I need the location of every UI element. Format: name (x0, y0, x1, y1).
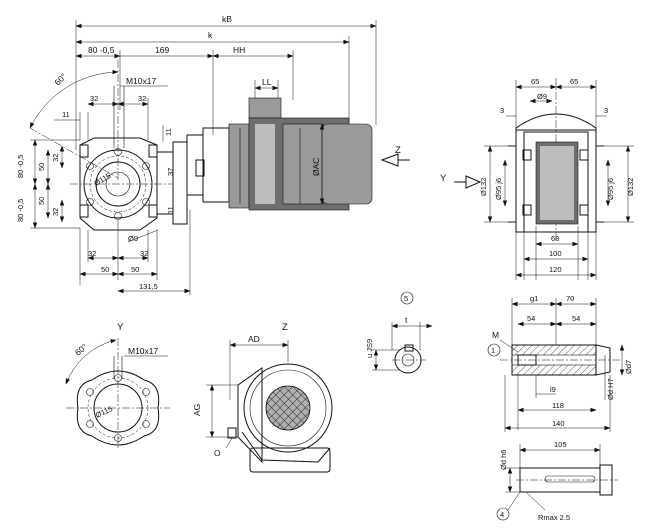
dim-65b: 65 (570, 77, 578, 86)
side-view: 65 65 Ø9 3 3 Y Ø132 Ø95 j6 Ø95 j6 (440, 77, 635, 280)
dim-11c: 11 (166, 206, 175, 214)
view-Z-label: Z (282, 322, 288, 333)
dim-140: 140 (552, 419, 565, 428)
dim-AG: AG (192, 404, 202, 416)
dim-LL: LL (262, 77, 272, 87)
angle-60: 60° (52, 71, 68, 87)
dim-kB: kB (222, 14, 232, 24)
label-O: O (214, 448, 221, 458)
dim-105: 105 (554, 440, 567, 449)
dim-100: 100 (549, 249, 562, 258)
flange-angle-60: 60° (73, 342, 89, 358)
hollow-shaft-section: g1 70 54 54 M 1 Ød7 Ød H7 l9 118 140 (487, 294, 633, 432)
flange-thread: M10x17 (128, 346, 159, 356)
solid-shaft: 105 Ød h6 4 Rmax 2.5 (496, 440, 618, 522)
flange-view-label: Y (117, 322, 124, 333)
dim-169: 169 (155, 45, 169, 55)
dim-54a: 54 (527, 314, 535, 323)
dim-70: 70 (566, 294, 574, 303)
dim-g1: g1 (530, 294, 538, 303)
dim-32d: 32 (51, 208, 60, 216)
shaft-badge-1: 1 (491, 346, 495, 355)
dia-115: Ø115 (93, 171, 113, 188)
dim-11b: 11 (164, 128, 173, 136)
keyway-detail: 5 t u JS9 (365, 291, 433, 374)
dim-68: 68 (551, 234, 559, 243)
dia-dh6: Ød h6 (499, 450, 508, 470)
dia-9: Ø9 (128, 234, 138, 243)
keyway-badge: 5 (404, 294, 408, 303)
flange-dia-115: Ø115 (94, 404, 114, 420)
dim-80: 80 -0,5 (88, 45, 115, 55)
dim-80a: 80 -0,5 (16, 155, 25, 178)
dim-50d: 50 (131, 265, 139, 274)
label-Rmax: Rmax 2.5 (538, 513, 570, 522)
dim-11a: 11 (62, 110, 70, 119)
dim-32b: 32 (138, 94, 146, 103)
dim-3b: 3 (604, 106, 608, 115)
dim-37: 37 (166, 168, 175, 176)
dim-32e: 32 (88, 249, 96, 258)
dim-HH: HH (233, 45, 245, 55)
dim-32a: 32 (90, 94, 98, 103)
keyway-t: t (405, 315, 408, 325)
dia-132-right: Ø132 (626, 178, 635, 196)
label-M: M (492, 330, 499, 340)
dim-80b: 80 -0,5 (16, 199, 25, 222)
dim-50a: 50 (37, 163, 46, 171)
dim-AD: AD (248, 334, 260, 344)
dia-9-side: Ø9 (537, 92, 547, 101)
dia-95-left: Ø95 j6 (494, 178, 503, 200)
dim-32f: 32 (140, 249, 148, 258)
keyway-js9: u JS9 (365, 339, 374, 358)
dia-132-left: Ø132 (479, 178, 488, 196)
dia-d7: Ød7 (624, 360, 633, 374)
main-front-view: kB k 80 -0,5 169 HH LL 60° M10x17 (16, 14, 410, 295)
view-Z: Z AD AG O (192, 322, 333, 473)
dim-AC: ØAC (311, 158, 321, 176)
dia-95-right: Ø95 j6 (606, 178, 615, 200)
solid-shaft-badge-4: 4 (500, 510, 504, 519)
dim-54b: 54 (572, 314, 580, 323)
dia-dH7: Ød H7 (606, 378, 615, 400)
dim-l9: l9 (550, 385, 556, 394)
dim-118: 118 (552, 401, 564, 410)
dim-50c: 50 (101, 265, 109, 274)
dim-50b: 50 (37, 197, 46, 205)
dim-k: k (208, 30, 213, 40)
dim-131-5: 131,5 (139, 282, 158, 291)
thread-M10x17: M10x17 (126, 76, 157, 86)
view-arrow-Z: Z (395, 145, 401, 156)
dim-3a: 3 (500, 106, 504, 115)
dim-65a: 65 (531, 77, 539, 86)
view-arrow-Y: Y (440, 173, 447, 184)
dim-32c: 32 (51, 154, 60, 162)
flange-view-Y: Y 60° M10x17 Ø115 (65, 322, 170, 450)
dim-120: 120 (549, 265, 562, 274)
